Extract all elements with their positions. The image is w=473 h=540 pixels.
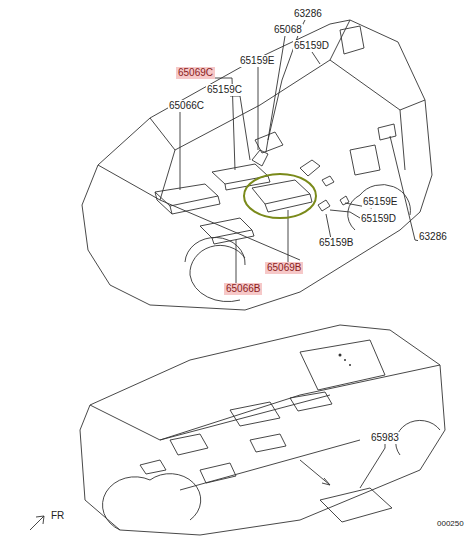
callout-number: 65066C — [168, 100, 205, 112]
highlighted-callout: 65069B — [265, 262, 303, 274]
callout-number: 65069B — [267, 262, 301, 274]
callout-number: 65066B — [226, 283, 260, 295]
callout-number: 63286 — [418, 231, 448, 243]
callout-number: 65159E — [239, 55, 275, 67]
callout-number: 65159C — [206, 84, 243, 96]
highlighted-callout: 65066B — [224, 283, 262, 295]
callout-number: 65069C — [178, 67, 213, 79]
callout-number: 65159B — [318, 237, 354, 249]
callout-number: 65159E — [362, 196, 398, 208]
callout-number: 65159D — [360, 213, 397, 225]
callout-number: 65068 — [273, 24, 303, 36]
callout-number: 63286 — [293, 8, 323, 20]
highlighted-callout: 65069C — [176, 67, 215, 79]
callout-number: 65159D — [293, 40, 330, 52]
callout-number: 000250 — [436, 519, 465, 529]
callout-number: 65983 — [370, 432, 400, 444]
direction-label: FR — [50, 510, 65, 522]
